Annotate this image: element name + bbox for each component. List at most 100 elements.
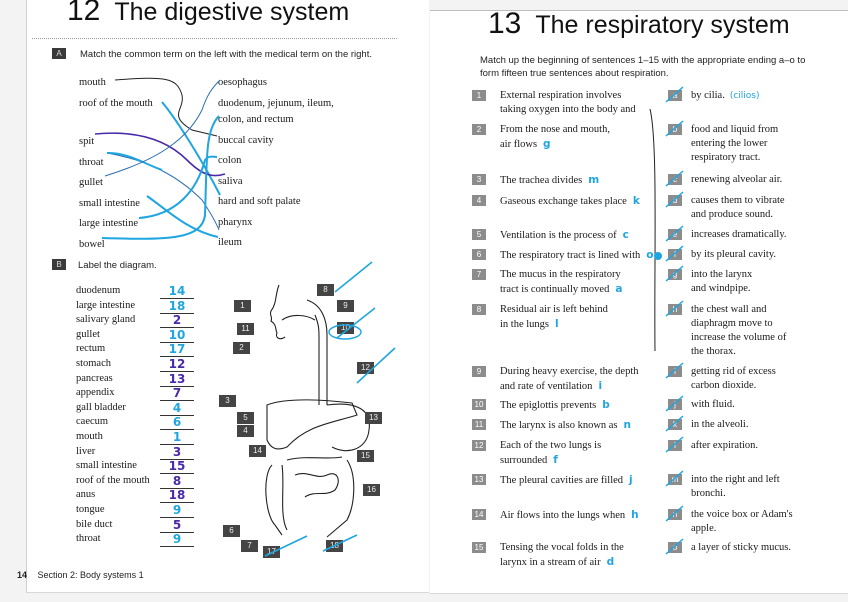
handwritten-answer[interactable]: h [631,509,639,521]
label-answer-field[interactable]: 5 [160,518,194,533]
page-footer: 14 Section 2: Body systems 1 [17,570,144,580]
ending-text: after expiration. [691,440,759,451]
label-answer-field[interactable]: 17 [160,342,194,358]
handwritten-answer[interactable]: o [646,249,654,261]
match-line-gullet [104,79,221,177]
label-answer-field[interactable]: 15 [160,459,194,475]
handwritten-answer[interactable]: b [602,399,610,411]
label-answer-field[interactable]: 9 [160,532,194,548]
divider [32,38,397,39]
medical-term: colon [218,155,242,166]
check-stroke-icon [665,300,684,317]
diagram-label-14: 14 [249,445,266,457]
ending-text: into the right and left [691,474,780,485]
ending-letter-badge: i [668,366,682,377]
label-answer-field[interactable]: 14 [160,284,194,299]
handwritten-answer[interactable]: m [588,174,600,186]
label-answer-field[interactable]: 9 [160,503,194,518]
ending-text: food and liquid from [691,124,779,135]
chapter-heading: 13 The respiratory system [488,7,790,41]
diagram-label-5: 5 [237,412,254,424]
label-term: tongue [76,503,105,515]
medical-term: duodenum, jejunum, ileum, [218,97,334,109]
check-stroke-icon [665,225,684,242]
label-answer-field[interactable]: 1 [160,430,194,445]
match-line-small-intestine [146,195,219,238]
label-answer-field[interactable]: 12 [160,357,194,372]
ending-text: carbon dioxide. [691,380,757,391]
handwritten-answer[interactable]: i [598,380,603,392]
label-term: caecum [76,416,109,428]
handwritten-answer[interactable]: l [555,318,559,330]
ending-text: the voice box or Adam's [691,509,793,520]
ending-text: diaphragm move to [691,318,773,329]
common-term: mouth [79,77,106,88]
medical-term: colon, and rectum [218,114,294,125]
common-term: small intestine [79,197,140,209]
label-answer-field[interactable]: 7 [160,386,194,402]
label-term: mouth [76,430,103,442]
label-answer-field[interactable]: 8 [160,474,194,489]
medical-term: oesophagus [218,77,267,88]
handwritten-answer[interactable]: c [622,229,629,241]
label-answer-field[interactable]: 2 [160,313,194,329]
chapter-number: 13 [488,7,522,40]
face-outline [269,284,286,340]
common-term: large intestine [79,218,138,229]
diagram-label-9: 9 [337,300,354,312]
label-answer-field[interactable]: 10 [160,328,194,343]
handwritten-answer[interactable]: d [606,556,615,568]
check-stroke-icon [665,265,684,282]
label-term: salivary gland [76,314,136,326]
label-answer-field[interactable]: 3 [160,445,194,460]
label-term: small intestine [76,460,137,472]
label-term: appendix [76,387,115,399]
handwritten-answer[interactable]: f [553,454,558,466]
handwritten-answer[interactable]: g [543,138,551,150]
label-answer-field[interactable]: 13 [160,372,194,387]
chapter-number: 12 [67,0,101,27]
label-answer-field[interactable]: 18 [160,488,194,504]
handwritten-answer[interactable]: n [623,419,632,431]
handwritten-answer[interactable]: k [632,195,640,207]
common-term: throat [79,156,104,168]
page-title: The respiratory system [535,11,790,39]
ending-text: with fluid. [691,399,735,410]
ending-letter-badge: e [668,229,682,240]
label-answer-field[interactable]: 4 [160,401,194,416]
sentence-number-badge: 7 [472,269,486,280]
diagram-annotations [264,261,396,557]
label-answer-field[interactable]: 6 [160,415,194,431]
ending-text: and windpipe. [691,283,751,294]
sentence-number-badge: 12 [472,440,486,451]
section-b-instruction: Label the diagram. [78,260,157,271]
ending-text: bronchi. [691,488,726,499]
medical-term: pharynx [218,216,253,228]
handwritten-answer[interactable]: j [629,474,633,486]
ending-text: getting rid of excess [691,366,776,377]
match-line-throat-thick [106,151,163,171]
instruction: Match up the beginning of sentences 1–15… [480,54,805,80]
check-stroke-icon [665,436,684,453]
liver [266,399,358,450]
label-answer-field[interactable]: 18 [160,299,194,314]
handwritten-answer[interactable]: a [615,283,623,295]
sentence-text: From the nose and mouth, [500,124,610,135]
common-term: roof of the mouth [79,97,153,109]
